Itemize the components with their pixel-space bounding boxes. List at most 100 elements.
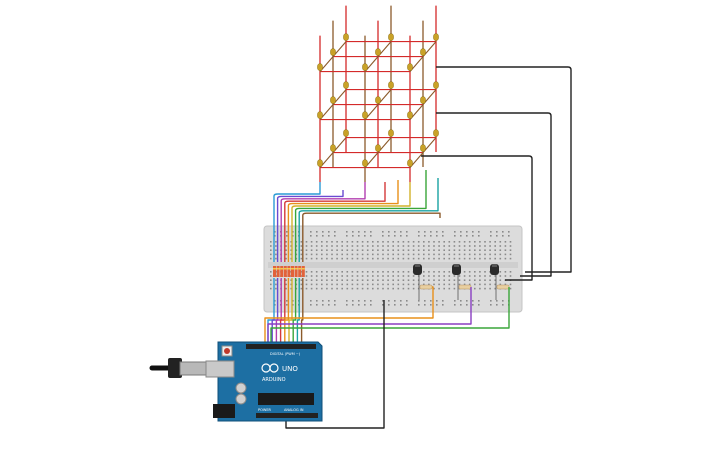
arduino-digital-wire[interactable] <box>292 278 297 347</box>
cube-column-connection-wire[interactable] <box>273 182 321 262</box>
breadboard-hole <box>372 249 374 251</box>
column-resistor[interactable] <box>301 266 305 277</box>
cube-column-connection-wire[interactable] <box>298 178 439 262</box>
arduino-digital-wire[interactable] <box>271 278 279 347</box>
cube-led[interactable] <box>407 111 413 119</box>
base-wire-1[interactable] <box>264 286 434 347</box>
breadboard-hole <box>270 253 272 256</box>
cube-led[interactable] <box>407 159 413 167</box>
cube-led[interactable] <box>330 96 336 104</box>
breadboard-hole <box>387 271 389 273</box>
capacitor <box>235 382 247 394</box>
cube-led[interactable] <box>433 81 439 89</box>
column-resistor[interactable] <box>291 266 294 277</box>
breadboard-hole <box>336 275 338 277</box>
cube-led[interactable] <box>330 144 336 152</box>
cube-led[interactable] <box>317 159 323 167</box>
column-resistor[interactable] <box>294 266 298 277</box>
breadboard-hole <box>305 253 308 256</box>
cube-led[interactable] <box>343 81 349 89</box>
base-wire-3[interactable] <box>270 287 510 347</box>
layer-3-wire[interactable] <box>421 155 533 281</box>
layer-2-wire[interactable] <box>436 112 552 277</box>
base-wire-2[interactable] <box>267 287 472 347</box>
column-resistor[interactable] <box>298 266 302 277</box>
rail-hole <box>430 300 432 302</box>
cube-led[interactable] <box>433 129 439 137</box>
cube-led[interactable] <box>362 159 368 167</box>
cube-layer-wire <box>364 137 392 168</box>
cube-column-connection-wire[interactable] <box>284 182 386 262</box>
breadboard-hole <box>474 257 476 260</box>
cube-led[interactable] <box>375 96 381 104</box>
cube-led[interactable] <box>330 48 336 56</box>
cube-led[interactable] <box>407 63 413 71</box>
cube-led[interactable] <box>420 144 426 152</box>
column-resistor[interactable] <box>287 266 291 277</box>
cube-led[interactable] <box>433 33 439 41</box>
cube-led[interactable] <box>317 111 323 119</box>
breadboard-hole <box>346 257 349 260</box>
arduino-digital-wire[interactable] <box>275 278 282 347</box>
column-resistor[interactable] <box>280 266 284 277</box>
breadboard-hole <box>372 253 374 256</box>
arduino-digital-wire[interactable] <box>300 278 304 347</box>
cube-led[interactable] <box>343 33 349 41</box>
breadboard-hole <box>351 241 354 243</box>
column-resistor[interactable] <box>276 266 280 277</box>
transistors[interactable] <box>413 264 499 275</box>
usb-cable-plug <box>168 358 182 378</box>
layer-resistor-1[interactable] <box>419 284 433 290</box>
transistor-3[interactable] <box>490 264 499 275</box>
breadboard-hole <box>300 283 303 286</box>
cube-led[interactable] <box>388 81 394 89</box>
breadboard-hole <box>499 249 502 251</box>
cube-column-connection-wire[interactable] <box>291 182 411 262</box>
breadboard-hole <box>509 241 512 243</box>
breadboard-hole <box>387 279 389 281</box>
cube-led[interactable] <box>420 96 426 104</box>
transistor-1[interactable] <box>413 264 422 275</box>
cube-led[interactable] <box>317 63 323 71</box>
cube-led[interactable] <box>420 48 426 56</box>
breadboard-hole <box>474 275 476 277</box>
cube-led[interactable] <box>343 129 349 137</box>
cube-led[interactable] <box>388 33 394 41</box>
breadboard-hole <box>387 283 389 286</box>
arduino-digital-wire[interactable] <box>284 278 290 347</box>
cube-column-connection-wire[interactable] <box>302 212 441 262</box>
layer-resistor-3[interactable] <box>496 284 510 290</box>
wires[interactable] <box>264 66 572 429</box>
rail-hole <box>352 300 354 302</box>
cube-column-connection-wire[interactable] <box>287 180 399 262</box>
breadboard-hole <box>448 241 451 243</box>
cube-column-connection-wire[interactable] <box>280 182 366 262</box>
breadboard-hole <box>407 271 410 273</box>
column-resistor[interactable] <box>283 266 287 277</box>
ground-wire[interactable] <box>285 300 385 429</box>
breadboard-hole <box>504 257 507 260</box>
column-resistors[interactable] <box>273 266 305 277</box>
breadboard-hole <box>438 245 440 247</box>
arduino-uno[interactable]: UNO ARDUINO DIGITAL (PWM ~) ANALOG IN PO… <box>149 341 323 422</box>
layer-1-wire[interactable] <box>436 66 572 273</box>
breadboard-hole <box>285 279 287 281</box>
cube-led[interactable] <box>362 63 368 71</box>
layer-resistor-2[interactable] <box>458 284 472 290</box>
cube-led[interactable] <box>375 48 381 56</box>
cube-led[interactable] <box>375 144 381 152</box>
transistor-2[interactable] <box>452 264 461 275</box>
cube-led[interactable] <box>388 129 394 137</box>
arduino-digital-wire[interactable] <box>279 278 286 347</box>
cube-layer-wire <box>319 137 347 168</box>
cube-led[interactable] <box>362 111 368 119</box>
cube-column-connection-wire[interactable] <box>276 190 344 262</box>
arduino-digital-wire[interactable] <box>296 278 300 347</box>
column-resistor[interactable] <box>273 266 276 277</box>
cube-column-connection-wire[interactable] <box>294 170 427 262</box>
breadboard-hole <box>315 271 318 273</box>
breadboard-hole <box>453 241 456 243</box>
breadboard[interactable] <box>263 225 523 313</box>
arduino-digital-wire[interactable] <box>288 278 293 347</box>
breadboard-hole <box>336 287 338 290</box>
